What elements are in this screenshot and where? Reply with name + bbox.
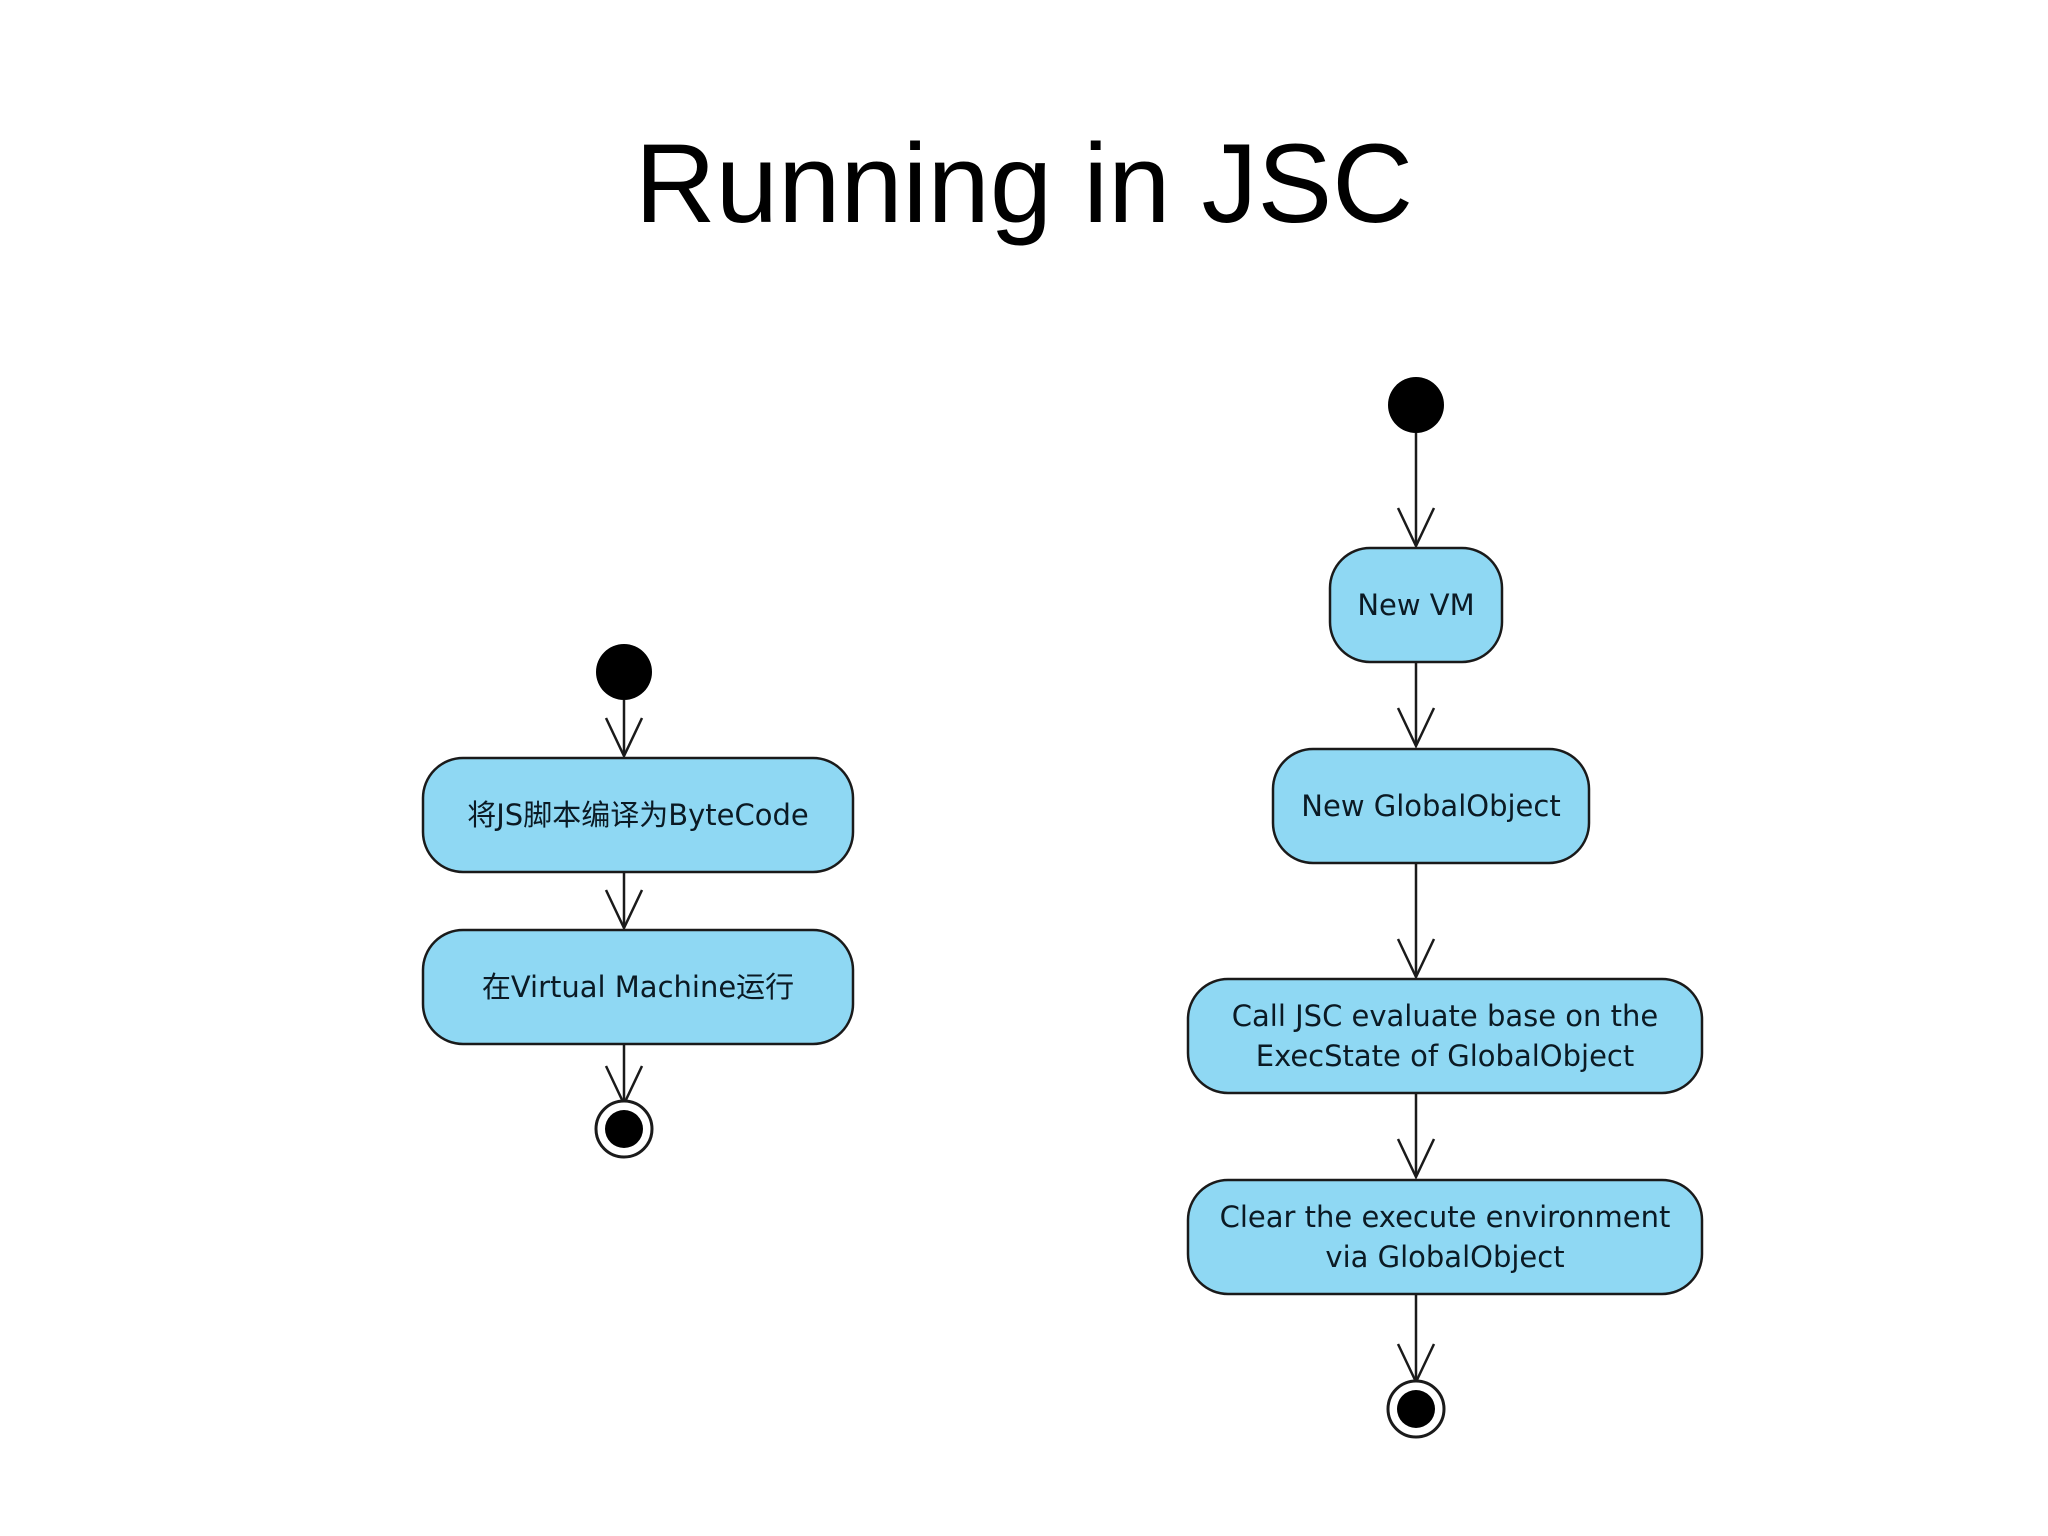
right-step-3: Call JSC evaluate base on the ExecState …: [1186, 977, 1704, 1095]
right-step-1: New VM: [1328, 546, 1504, 664]
right-connector-4: [1396, 1093, 1436, 1180]
right-connector-5: [1396, 1294, 1436, 1385]
left-step-2-label: 在Virtual Machine运行: [482, 970, 794, 1004]
left-connector-3: [604, 1044, 644, 1107]
left-step-1-label: 将JS脚本编译为ByteCode: [467, 798, 808, 832]
slide-title: Running in JSC: [634, 121, 1414, 246]
right-connector-1: [1396, 433, 1436, 549]
right-final-node: [1386, 1379, 1446, 1439]
left-connector-2: [604, 872, 644, 931]
left-connector-1: [604, 700, 644, 759]
right-step-4-label-line-1: Clear the execute environment: [1220, 1200, 1671, 1234]
left-step-2: 在Virtual Machine运行: [421, 928, 855, 1046]
right-step-3-label-line-2: ExecState of GlobalObject: [1256, 1039, 1635, 1073]
right-flow: New VM New GlobalObject Call JSC evaluat…: [1186, 377, 1704, 1439]
right-step-2-label: New GlobalObject: [1301, 789, 1560, 823]
right-step-4-label-line-2: via GlobalObject: [1325, 1240, 1564, 1274]
right-initial-node: [1388, 377, 1444, 433]
left-final-node: [594, 1099, 654, 1159]
left-initial-node: [596, 644, 652, 700]
right-step-1-label: New VM: [1357, 588, 1474, 622]
right-step-2: New GlobalObject: [1271, 747, 1591, 865]
right-step-3-label-line-1: Call JSC evaluate base on the: [1232, 999, 1658, 1033]
left-flow: 将JS脚本编译为ByteCode 在Virtual Machine运行: [421, 644, 855, 1159]
right-connector-2: [1396, 662, 1436, 749]
right-step-4: Clear the execute environment via Global…: [1186, 1178, 1704, 1296]
right-connector-3: [1396, 863, 1436, 980]
left-step-1: 将JS脚本编译为ByteCode: [421, 756, 855, 874]
